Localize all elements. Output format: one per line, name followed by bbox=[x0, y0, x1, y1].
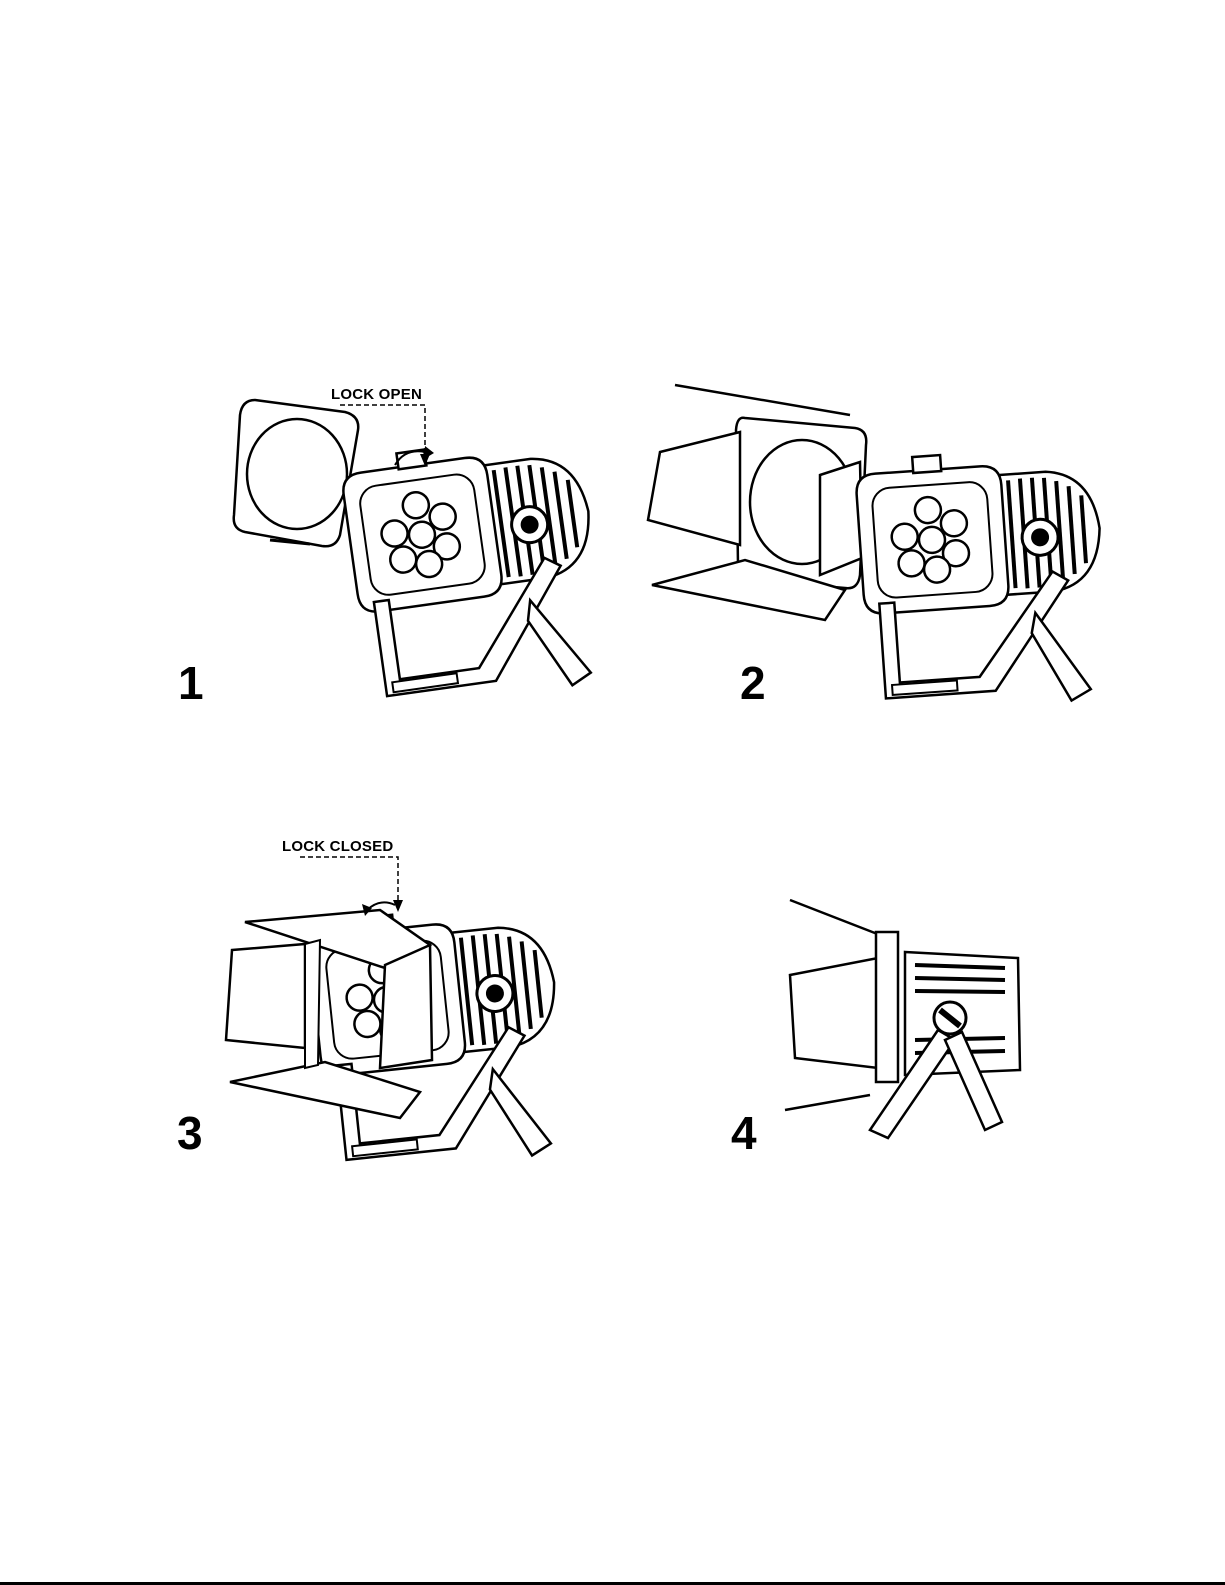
par-light-fixture-icon bbox=[854, 444, 1111, 714]
callout-lock-open: LOCK OPEN bbox=[331, 386, 422, 403]
par-light-fixture-icon bbox=[339, 428, 612, 713]
step-number-4: 4 bbox=[731, 1110, 757, 1156]
step-number-2: 2 bbox=[740, 660, 766, 706]
step-1-illustration bbox=[234, 400, 612, 713]
barn-door-icon bbox=[790, 932, 898, 1082]
step-number-3: 3 bbox=[177, 1110, 203, 1156]
callout-leader-3 bbox=[300, 857, 398, 905]
diffuser-frame-icon bbox=[234, 400, 359, 546]
callout-lock-closed: LOCK CLOSED bbox=[282, 838, 393, 855]
step-2-illustration bbox=[648, 385, 1111, 714]
step-3-illustration bbox=[226, 857, 572, 1176]
step-number-1: 1 bbox=[178, 660, 204, 706]
barn-door-icon bbox=[648, 418, 866, 620]
step-4-illustration bbox=[785, 900, 1020, 1138]
